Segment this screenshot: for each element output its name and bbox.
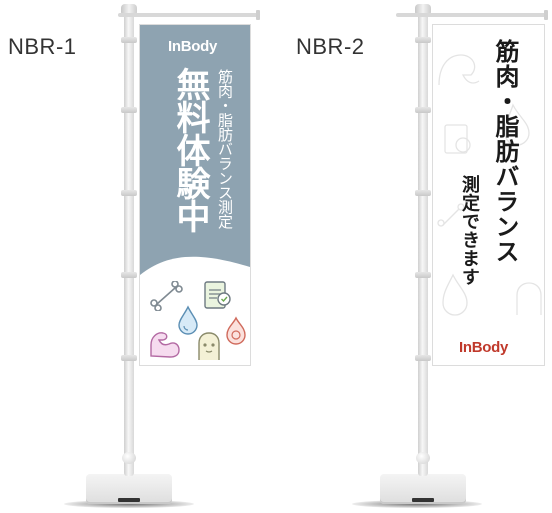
flag-ring xyxy=(121,272,137,278)
product-code-nbr1: NBR-1 xyxy=(8,34,77,59)
base-slot xyxy=(412,498,434,502)
top-bar xyxy=(396,13,548,17)
pole-cap xyxy=(121,4,137,14)
document-icon xyxy=(204,281,231,309)
water-drop-icon xyxy=(178,305,198,335)
fat-drop-icon xyxy=(226,316,246,345)
inbody-logo: InBody xyxy=(459,339,509,356)
top-bar xyxy=(118,13,260,17)
flag-ring xyxy=(415,355,431,361)
floor-shadow xyxy=(64,500,194,508)
flag-ring xyxy=(121,37,137,43)
inbody-logo: InBody xyxy=(168,38,218,55)
flag-ring xyxy=(415,272,431,278)
pole xyxy=(124,8,134,476)
torso-icon xyxy=(198,332,220,360)
product-code-nbr2: NBR-2 xyxy=(296,34,365,59)
stand-base xyxy=(86,474,172,504)
stand-base xyxy=(380,474,466,504)
faint-illustration-background xyxy=(437,54,542,316)
pole-joint xyxy=(122,452,136,464)
top-bar-end xyxy=(256,10,260,20)
pole xyxy=(418,8,428,476)
flag-ring xyxy=(415,107,431,113)
flag-ring xyxy=(415,37,431,43)
headline-balance: 筋肉・脂肪バランス xyxy=(491,39,519,264)
base-slot xyxy=(118,498,140,502)
flag-nbr2: 筋肉・脂肪バランス 測定できます InBody xyxy=(432,24,545,366)
flag-ring xyxy=(415,190,431,196)
pole-cap xyxy=(415,4,431,14)
flag-ring xyxy=(121,107,137,113)
pole-joint xyxy=(416,452,430,464)
bone-icon xyxy=(150,281,183,311)
headline-free-trial: 無料体験中 xyxy=(170,67,210,232)
top-bar-end xyxy=(544,10,548,20)
flexed-arm-icon xyxy=(150,332,180,358)
subline-balance-measure: 筋肉・脂肪バランス測定 xyxy=(216,69,234,229)
flag-ring xyxy=(121,355,137,361)
flag-ring xyxy=(121,190,137,196)
subline-can-measure: 測定できます xyxy=(459,175,480,286)
floor-shadow xyxy=(352,500,482,508)
flag-nbr1: InBody 無料体験中 筋肉・脂肪バランス測定 xyxy=(139,24,251,366)
